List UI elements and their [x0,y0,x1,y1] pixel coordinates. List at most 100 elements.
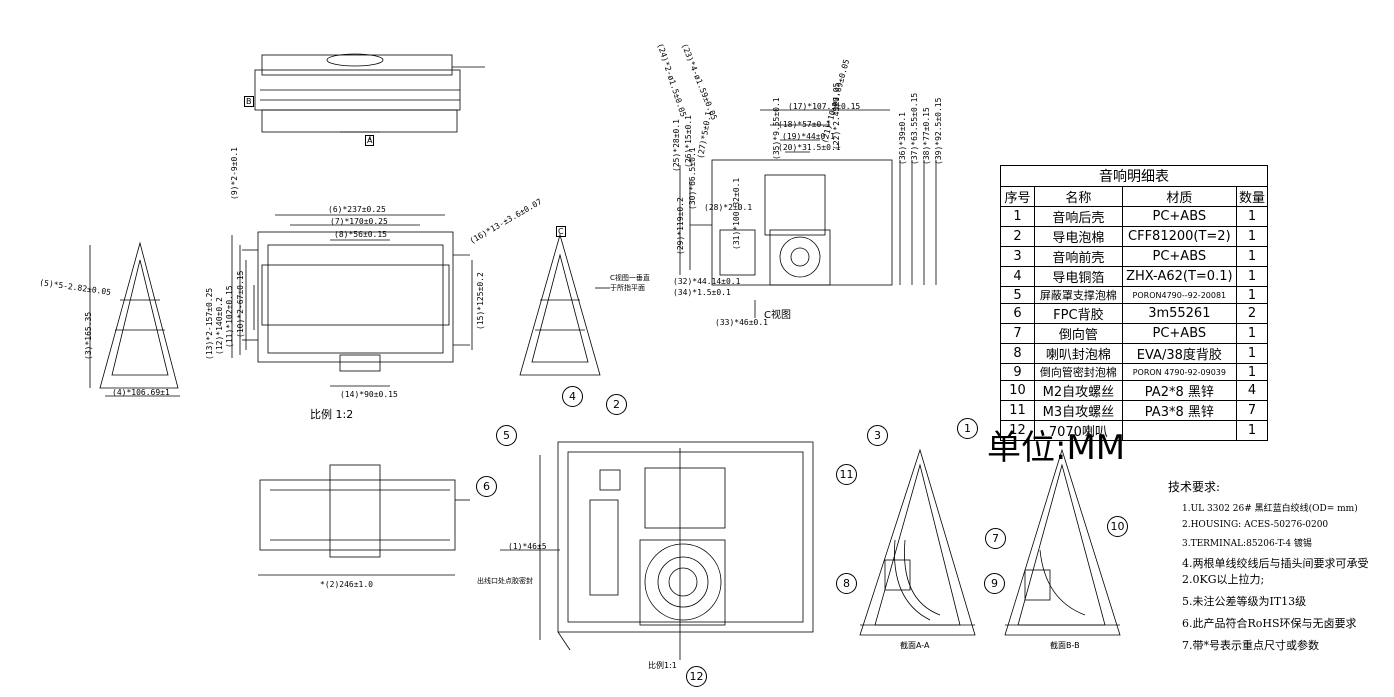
bom-cell-name: 音响后壳 [1034,206,1123,227]
section-aa-drawing [859,448,976,636]
datum-a-marker: A [365,135,375,146]
dim-13: (13)*2-157±0.25 [205,287,214,360]
bom-cell-no: 3 [999,246,1036,267]
dim-39: (39)*92.5±0.15 [934,97,943,165]
dim-33: (33)*46±0.1 [715,318,768,327]
dim-32: (32)*44.14±0.1 [673,277,741,286]
bom-cell-name: 音响前壳 [1034,246,1123,267]
bom-cell-material: PC+ABS [1121,206,1237,227]
bom-cell-no: 9 [999,363,1036,381]
bom-cell-qty: 1 [1235,266,1269,287]
dim-31: (31)*100.32±0.1 [732,177,741,250]
balloon-4: 4 [562,386,583,407]
balloon-10: 10 [1107,516,1128,537]
tech-item-1: 1.UL 3302 26# 黑红蓝白绞线(OD= mm) [1182,504,1358,514]
balloon-3: 3 [867,425,888,446]
bom-cell-qty: 1 [1235,343,1269,364]
bom-cell-name: 倒向管 [1034,323,1123,344]
bom-cell-material: PA3*8 黑锌 [1121,400,1237,421]
dim-9: (9)*2-9±0.1 [230,147,239,200]
scale-label-1-2: 比例 1:2 [310,408,354,421]
bom-cell-no: 10 [999,380,1036,401]
bom-cell-material: PORON4790--92-20081 [1121,286,1237,304]
balloon-11: 11 [836,464,857,485]
bom-cell-no: 1 [999,206,1036,227]
view-c-note: C视图一垂直 于所指平面 [610,274,650,292]
bom-cell-no: 5 [999,286,1036,304]
bom-cell-no: 4 [999,266,1036,287]
bom-cell-qty: 7 [1235,400,1269,421]
detail-view-drawing [539,441,814,660]
balloon-8: 8 [836,573,857,594]
dim-22: (22)*2.45±0.05 [832,82,841,150]
scale-label-1-1: 比例1:1 [648,661,677,670]
bom-cell-name: 导电泡棉 [1034,226,1123,247]
balloon-7: 7 [985,528,1006,549]
bom-cell-qty: 1 [1235,323,1269,344]
bom-cell-name: M3自攻螺丝 [1034,400,1123,421]
bom-cell-qty: 4 [1235,380,1269,401]
c-view-drawing [679,109,937,318]
tech-title: 技术要求: [1168,480,1221,494]
dim-15: (15)*125±0.2 [476,272,485,330]
section-aa-label: 截面A-A [900,641,930,650]
bom-cell-material: PORON 4790-92-09039 [1121,363,1237,381]
bom-header-name: 名称 [1034,186,1123,207]
bom-cell-no: 7 [999,323,1036,344]
dim-18: (18)*57±0.1 [778,120,831,129]
bom-title: 音响明细表 [1000,165,1268,187]
front-view-drawing [231,214,473,387]
bom-cell-material [1121,420,1237,441]
bom-cell-name: 倒向管密封泡棉 [1034,363,1123,381]
balloon-5: 5 [496,425,517,446]
bom-cell-material: PA2*8 黑锌 [1121,380,1237,401]
dim-6: (6)*237±0.25 [328,205,386,214]
unit-label: 单位:MM [987,428,1126,468]
dim-17: (17)*107.5±0.15 [788,102,861,111]
bom-cell-no: 2 [999,226,1036,247]
section-bb-drawing [1004,448,1121,636]
outlet-note: 出线口处点胶密封 [477,577,533,585]
technical-requirements: 技术要求: 1.UL 3302 26# 黑红蓝白绞线(OD= mm) 2.HOU… [1168,478,1388,659]
side-view-right-drawing [519,233,610,376]
bom-cell-name: 导电铜箔 [1034,266,1123,287]
dim-37: (37)*63.55±0.15 [910,92,919,165]
datum-b-marker: B [244,96,254,107]
bom-cell-material: PC+ABS [1121,323,1237,344]
tech-item-6: 6.此产品符合RoHS环保与无卤要求 [1182,617,1357,630]
datum-c-marker: C [556,226,566,237]
bom-header-qty: 数量 [1235,186,1269,207]
bom-cell-name: FPC背胶 [1034,303,1123,324]
dim-4: (4)*106.69±1 [112,388,170,397]
bom-cell-material: PC+ABS [1121,246,1237,267]
bom-cell-name: M2自攻螺丝 [1034,380,1123,401]
dim-7: (7)*170±0.25 [330,217,388,226]
balloon-12: 12 [686,666,707,687]
bom-cell-qty: 1 [1235,246,1269,267]
dim-8: (8)*56±0.15 [334,230,387,239]
dim-2: *(2)246±1.0 [320,580,373,589]
bom-cell-material: CFF81200(T=2) [1121,226,1237,247]
balloon-1: 1 [957,418,978,439]
tech-item-2: 2.HOUSING: ACES-50276-0200 [1182,520,1329,530]
bom-cell-no: 6 [999,303,1036,324]
bom-header-material: 材质 [1121,186,1237,207]
dim-34: (34)*1.5±0.1 [673,288,731,297]
bom-cell-qty: 1 [1235,420,1269,441]
bom-cell-qty: 1 [1235,286,1269,304]
tech-item-4: 4.两根单线绞线后与插头间要求可承受2.0KG以上拉力; [1182,557,1369,586]
dim-36: (36)*39±0.1 [898,112,907,165]
dim-14: (14)*90±0.15 [340,390,398,399]
